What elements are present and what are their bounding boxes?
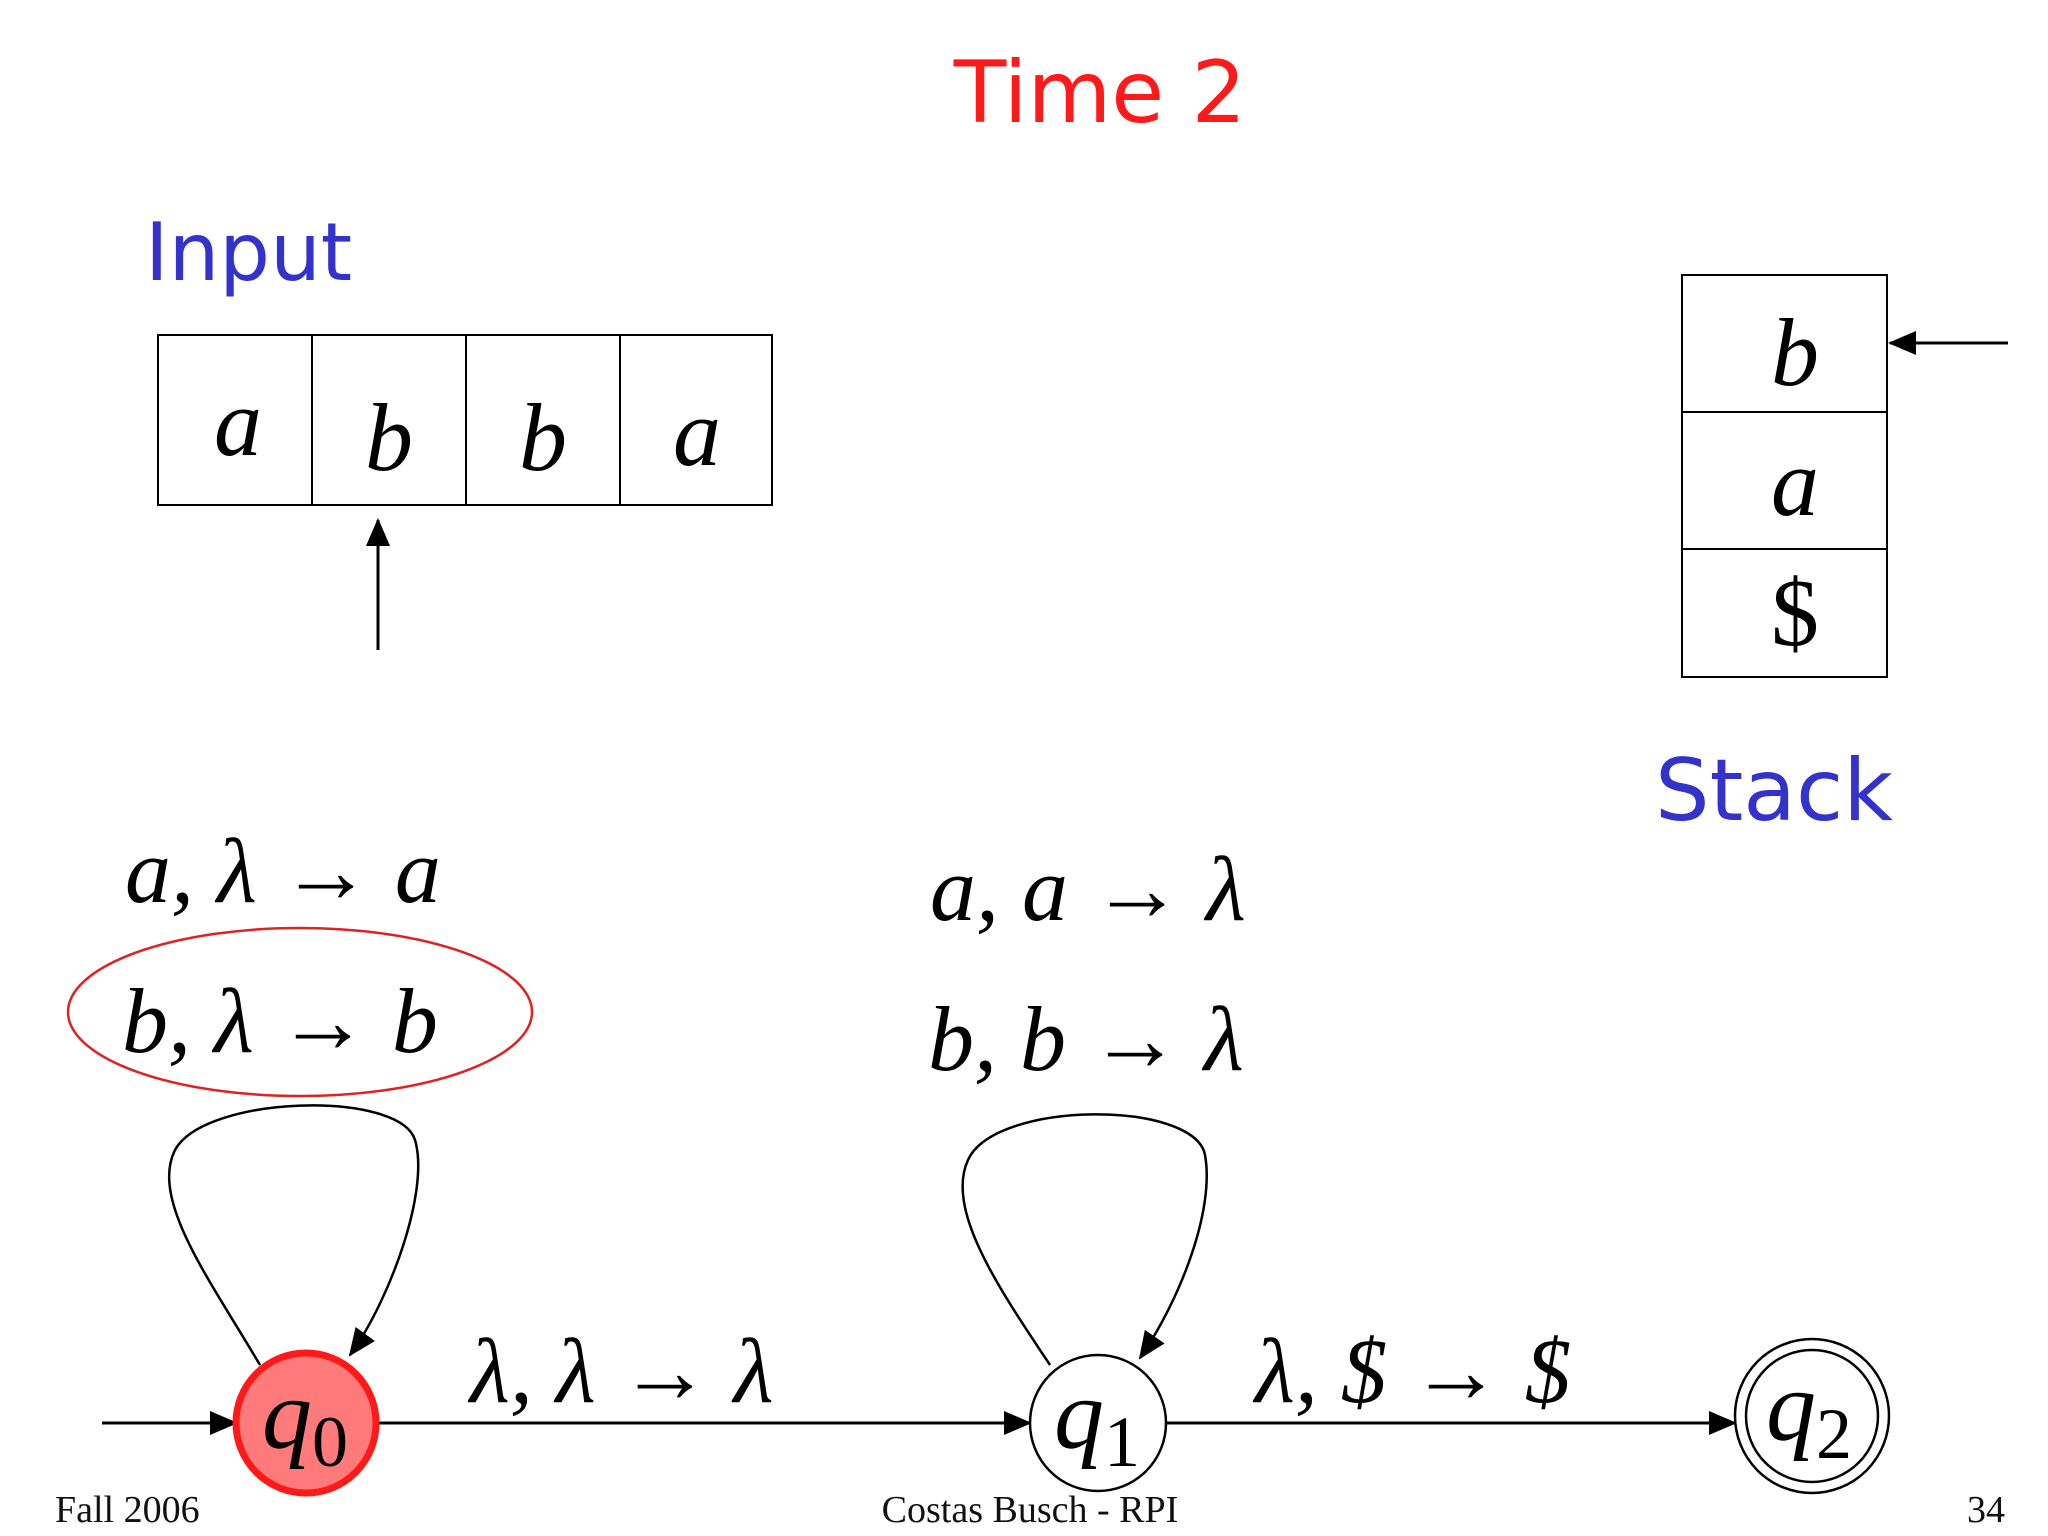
footer-left: Fall 2006	[55, 1489, 200, 1531]
stack: b a $	[1681, 274, 1888, 678]
transition-label-q1-loop-2: b, b → λ	[928, 988, 1244, 1090]
input-label: Input	[145, 206, 352, 299]
footer-page-number: 34	[1967, 1489, 2005, 1531]
slide-title: Time 2	[953, 43, 1247, 143]
stack-symbol-2: $	[1771, 559, 1819, 666]
tape-symbol-0: a	[214, 369, 262, 476]
state-q0-subscript: 0	[312, 1402, 348, 1482]
state-q1-label: q1	[1054, 1359, 1140, 1482]
stack-symbol-1: a	[1771, 429, 1819, 536]
tape-symbol-2: b	[519, 384, 567, 491]
state-q1-subscript: 1	[1104, 1402, 1140, 1482]
transition-label-q0-loop-2: b, λ → b	[122, 970, 438, 1072]
state-q1-circle	[1028, 1353, 1168, 1493]
tape-symbol-1: b	[365, 384, 413, 491]
q0-self-loop	[168, 1104, 420, 1366]
state-q0-label: q0	[262, 1359, 348, 1482]
state-q2-letter: q	[1766, 1351, 1816, 1462]
transition-label-q1-loop-1: a, a → λ	[930, 838, 1246, 940]
state-q1: q1	[1028, 1353, 1168, 1493]
transition-label-q0-q1: λ, λ → λ	[467, 1320, 774, 1422]
state-q2-subscript: 2	[1816, 1394, 1852, 1474]
input-tape: a b b a	[157, 334, 773, 506]
state-q2-inner-circle	[1744, 1348, 1880, 1484]
tape-symbol-3: a	[673, 379, 721, 486]
state-q1-letter: q	[1054, 1359, 1104, 1470]
state-q0: q0	[232, 1349, 380, 1497]
stack-label: Stack	[1655, 741, 1893, 841]
highlight-ellipse	[66, 926, 534, 1098]
q1-self-loop	[961, 1113, 1208, 1366]
state-q2-outer-circle	[1733, 1337, 1891, 1495]
transition-label-q1-q2: λ, $ → $	[1252, 1320, 1571, 1422]
transition-label-q0-loop-1: a, λ → a	[125, 820, 441, 922]
state-q2: q2	[1733, 1337, 1891, 1495]
state-q0-circle	[232, 1349, 380, 1497]
state-q0-letter: q	[262, 1359, 312, 1470]
stack-cell-2	[1681, 548, 1888, 678]
stack-symbol-0: b	[1771, 299, 1819, 406]
tape-cell-3	[619, 334, 773, 506]
state-q2-label: q2	[1766, 1351, 1852, 1474]
footer-center: Costas Busch - RPI	[882, 1489, 1179, 1531]
